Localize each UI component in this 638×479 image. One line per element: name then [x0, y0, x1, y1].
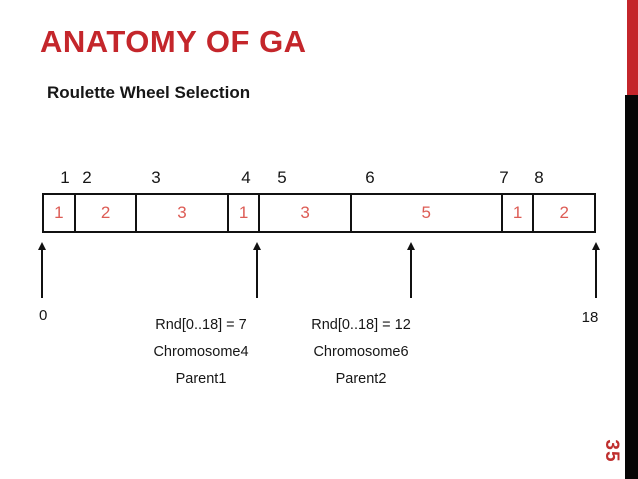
selection-annotation-parent2: Rnd[0..18] = 12 Chromosome6 Parent2: [311, 312, 411, 393]
parent-text: Parent2: [335, 371, 387, 387]
selection-annotation-parent1: Rnd[0..18] = 7 Chromosome4 Parent1: [153, 312, 248, 393]
segment-value: 1: [238, 203, 249, 222]
segment-index-label: 8: [534, 168, 544, 187]
axis-end-label: 18: [581, 309, 599, 326]
segment-index-label: 6: [365, 168, 375, 187]
bar-segment: 1: [229, 195, 261, 231]
segment-value: 2: [559, 203, 569, 222]
bar-segment: 3: [137, 195, 229, 231]
up-arrow-icon: [252, 242, 262, 298]
arrow-shaft: [410, 250, 413, 298]
slide-title: ANATOMY OF GA: [40, 24, 307, 59]
bar-segment: 3: [260, 195, 352, 231]
segment-value: 1: [54, 203, 64, 222]
up-arrow-icon: [406, 242, 416, 298]
bar-segment: 2: [534, 195, 594, 231]
rnd-value-text: Rnd[0..18] = 7: [155, 317, 247, 333]
fitness-bar: 1 2 3 1 3 5 1 2: [42, 193, 596, 233]
page-number: 35: [601, 439, 622, 463]
segment-value: 2: [100, 203, 111, 222]
segment-value: 1: [512, 203, 523, 222]
arrow-shaft: [41, 250, 43, 298]
segment-value: 3: [300, 203, 310, 222]
parent-text: Parent1: [175, 371, 227, 387]
segment-index-label: 7: [499, 168, 509, 187]
arrow-shaft: [256, 250, 259, 298]
chromosome-text: Chromosome6: [313, 344, 409, 360]
up-arrow-icon: [37, 242, 47, 298]
segment-index-label: 2: [82, 168, 92, 187]
arrowhead: [38, 242, 46, 250]
slide-subtitle: Roulette Wheel Selection: [47, 83, 251, 102]
segment-value: 3: [177, 203, 187, 222]
chromosome-text: Chromosome4: [153, 344, 249, 360]
segment-index-label: 3: [151, 168, 161, 187]
arrowhead: [253, 242, 262, 250]
accent-bar-black: [625, 95, 638, 479]
segment-index-label: 5: [277, 168, 287, 187]
bar-segment: 2: [76, 195, 138, 231]
segment-index-label: 1: [60, 168, 70, 187]
segment-index-label: 4: [241, 168, 251, 187]
rnd-value-text: Rnd[0..18] = 12: [311, 317, 411, 333]
arrowhead: [592, 242, 600, 250]
arrowhead: [407, 242, 416, 250]
arrow-shaft: [595, 250, 597, 298]
bar-segment: 1: [503, 195, 535, 231]
axis-start-label: 0: [39, 307, 48, 324]
segment-value: 5: [421, 203, 431, 222]
bar-segment: 1: [44, 195, 76, 231]
bar-segment: 5: [352, 195, 503, 231]
up-arrow-icon: [591, 242, 601, 298]
accent-bar-red: [627, 0, 638, 95]
